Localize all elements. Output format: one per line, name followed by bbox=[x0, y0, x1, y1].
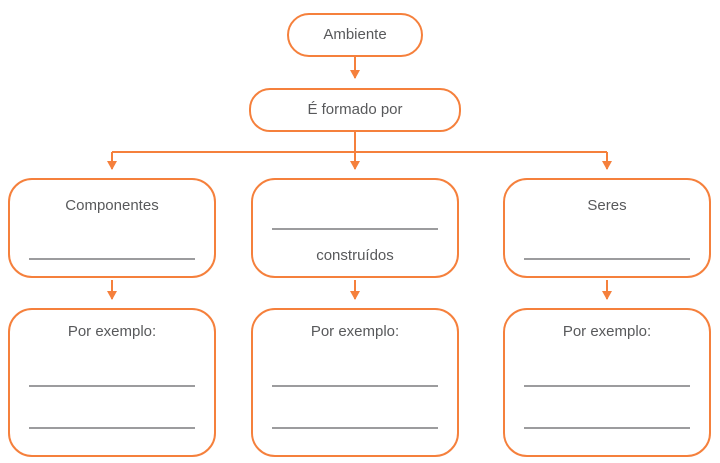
branch-box-componentes: Componentes bbox=[8, 178, 216, 278]
node-ambiente-label: Ambiente bbox=[323, 26, 387, 43]
example-label: Por exemplo: bbox=[67, 323, 157, 340]
blank-line bbox=[29, 385, 195, 387]
node-e-formado-por: É formado por bbox=[249, 88, 461, 132]
example-box-construidos: Por exemplo: bbox=[251, 308, 459, 457]
example-box-componentes: Por exemplo: bbox=[8, 308, 216, 457]
blank-line bbox=[524, 385, 690, 387]
branch-box-seres: Seres bbox=[503, 178, 711, 278]
blank-line bbox=[524, 427, 690, 429]
example-box-seres: Por exemplo: bbox=[503, 308, 711, 457]
example-label: Por exemplo: bbox=[562, 323, 652, 340]
blank-line bbox=[272, 385, 438, 387]
blank-line bbox=[272, 427, 438, 429]
blank-line bbox=[524, 258, 690, 260]
blank-line bbox=[29, 258, 195, 260]
branch-title: construídos bbox=[316, 247, 394, 264]
blank-line bbox=[272, 228, 438, 230]
branch-title: Componentes bbox=[65, 197, 159, 214]
branch-title: Seres bbox=[587, 197, 627, 214]
example-label: Por exemplo: bbox=[310, 323, 400, 340]
branch-box-construidos: construídos bbox=[251, 178, 459, 278]
node-e-formado-por-label: É formado por bbox=[307, 101, 403, 118]
node-ambiente: Ambiente bbox=[287, 13, 423, 57]
blank-line bbox=[29, 427, 195, 429]
